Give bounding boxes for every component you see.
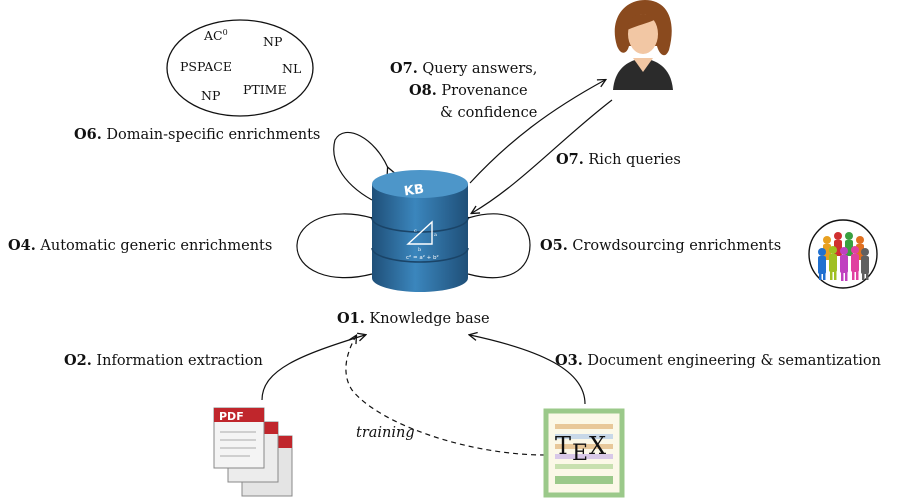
o8-provenance-label: O8. Provenance [409,82,528,99]
o3-label: O3. Document engineering & semantization [555,352,882,369]
class-nl: NL [282,61,302,76]
o1-label: O1. Knowledge base [337,310,490,327]
crowd-icon [808,219,878,289]
tex-document-icon: T E X [543,408,625,498]
o7-query-answers-label: O7. Query answers, [390,60,538,77]
class-np-top: NP [263,34,283,49]
tex-e: E [572,441,588,466]
o4-label: O4. Automatic generic enrichments [8,237,273,254]
tex-x: X [589,432,606,460]
training-label: training [356,425,415,441]
pdf-documents-icon: PDF [213,407,293,497]
class-ptime: PTIME [243,82,287,97]
kb-label: KB [403,182,425,200]
pdf-label: PDF [219,410,244,423]
class-np-bottom: NP [201,88,221,103]
svg-text:a: a [434,232,437,238]
class-pspace: PSPACE [180,59,232,74]
o5-loop-arrow [468,213,531,279]
tex-t: T [555,432,571,460]
svg-text:c: c [414,228,417,234]
training-arrow [345,336,546,456]
kb-formula: c² = a² + b² [406,254,439,261]
information-extraction-arrow [261,335,365,401]
o6-loop-arrow [333,131,388,201]
document-engineering-arrow [470,335,586,405]
o2-label: O2. Information extraction [64,352,263,369]
class-ac: AC0 [204,28,228,44]
query-answers-arrow [469,80,605,184]
o4-loop-arrow [296,213,372,279]
o5-label: O5. Crowdsourcing enrichments [540,237,782,254]
o7-rich-queries-label: O7. Rich queries [556,151,681,168]
rich-queries-arrow [472,99,613,213]
user-avatar [613,0,673,90]
svg-text:b: b [418,247,421,253]
complexity-classes-bubble [166,19,314,117]
kb-database-icon: KB c a b c² = a² + b² [371,170,469,292]
o8-confidence-label: & confidence [440,105,538,121]
o6-label: O6. Domain-specific enrichments [74,126,321,143]
